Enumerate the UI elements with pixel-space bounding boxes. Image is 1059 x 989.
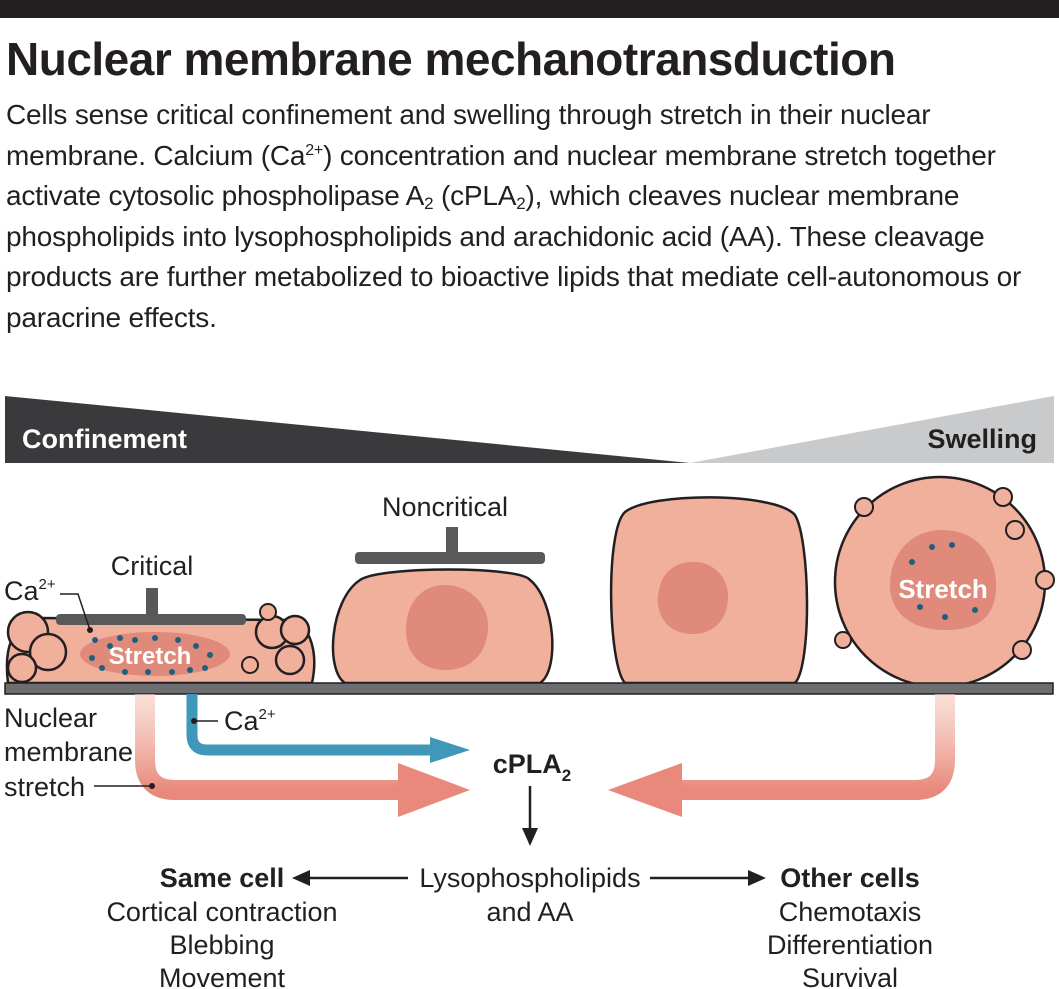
same-cell-item: Movement (159, 963, 286, 989)
same-cell-heading: Same cell (160, 863, 285, 893)
critical-confiner-plate (56, 614, 246, 625)
bleb (28, 632, 68, 672)
intro-text-part: ), which cleaves nuclear membrane phosph… (6, 180, 1022, 333)
ca-flow-label-sup: 2+ (259, 706, 276, 723)
critical-confiner-post (146, 588, 158, 616)
intro-text-part: ) concentration and nuclear membrane str… (6, 139, 996, 212)
ca-label-cell-text: Ca (4, 576, 39, 606)
swelling-arrow-shaft (680, 694, 955, 800)
ca-flow-label: Ca2+ (224, 706, 276, 736)
nuclear-membrane-stretch-label-1: Nuclear (4, 703, 97, 733)
calcium-ions (909, 542, 978, 620)
stretch-arrowhead (398, 763, 470, 817)
bleb (1012, 640, 1032, 660)
bleb (241, 656, 259, 674)
swelling-wedge (690, 396, 1054, 463)
figure-title: Nuclear membrane mechanotransduction (6, 33, 896, 85)
subscript: 2 (516, 194, 526, 213)
noncritical-nucleus (405, 585, 489, 670)
ca-leader-line (60, 593, 91, 631)
ca-label-cell: Ca2+ (4, 576, 56, 606)
bleb (6, 652, 38, 684)
calcium-superscript: 2+ (305, 141, 324, 159)
calcium-arrow (186, 694, 470, 763)
ca-leader-dot (87, 627, 93, 633)
products-label-1: Lysophospholipids (419, 863, 640, 893)
calcium-arrowhead (430, 737, 470, 763)
noncritical-confiner-post (446, 527, 458, 554)
swollen-nucleus (890, 530, 997, 630)
noncritical-confiner-plate (355, 552, 545, 564)
other-cells-item: Survival (802, 963, 898, 989)
calcium-arrow-shaft (186, 694, 435, 756)
bleb (279, 614, 311, 646)
stretch-label-swelling: Stretch (898, 574, 988, 604)
noncritical-label: Noncritical (382, 492, 508, 522)
stretch-arrow-shaft (135, 694, 400, 800)
same-cell-item: Blebbing (169, 930, 274, 960)
cpla2-text: cPLA (493, 749, 562, 779)
bleb (854, 497, 874, 517)
ca-flow-label-text: Ca (224, 706, 259, 736)
swelling-label: Swelling (927, 424, 1037, 454)
stretch-leader-dot (149, 783, 155, 789)
confinement-wedge (5, 396, 690, 463)
critical-confined-cell: Stretch Critical Ca2+ (4, 551, 316, 685)
swelling-arrowhead (608, 763, 682, 817)
stretched-nucleus (80, 632, 230, 676)
other-cells-heading: Other cells (780, 863, 920, 893)
substrate (4, 682, 1054, 695)
nuclear-membrane-stretch-label-3: stretch (4, 772, 85, 802)
bleb (993, 487, 1013, 507)
other-cells-item: Chemotaxis (779, 897, 922, 927)
bleb (259, 603, 277, 621)
bleb (1005, 520, 1025, 540)
to-same-cell-arrowhead (292, 870, 310, 886)
noncritical-confined-cell: Noncritical (331, 492, 554, 685)
calcium-ions (89, 635, 213, 675)
stretch-arrow-left (135, 694, 470, 817)
confinement-label: Confinement (22, 424, 187, 454)
to-other-cells-arrowhead (748, 870, 766, 886)
normal-nucleus (657, 561, 729, 635)
intro-text-part: Cells sense critical confinement and swe… (6, 99, 931, 171)
critical-label: Critical (111, 551, 194, 581)
bleb (274, 644, 306, 676)
intro-text-part: (cPLA (433, 180, 517, 211)
ca-label-cell-sup: 2+ (39, 576, 56, 593)
same-cell-item: Cortical contraction (106, 897, 337, 927)
normal-cell (609, 496, 809, 685)
other-cells-item: Differentiation (767, 930, 933, 960)
top-bar (0, 0, 1059, 18)
nuclear-membrane-stretch-label-2: membrane (4, 737, 133, 767)
bleb (834, 631, 852, 649)
cpla2-sub: 2 (562, 766, 571, 785)
swollen-cell: Stretch (833, 475, 1055, 689)
stretch-arrow-right (608, 694, 955, 817)
bleb (1035, 570, 1055, 590)
intro-text: Cells sense critical confinement and swe… (6, 95, 1051, 338)
cpla2-down-arrowhead (522, 828, 538, 846)
subscript: 2 (424, 194, 434, 213)
cpla2-label: cPLA2 (493, 749, 572, 785)
ca-flow-leader-dot (191, 718, 197, 724)
stretch-label-critical: Stretch (109, 643, 192, 670)
products-label-2: and AA (486, 897, 573, 927)
